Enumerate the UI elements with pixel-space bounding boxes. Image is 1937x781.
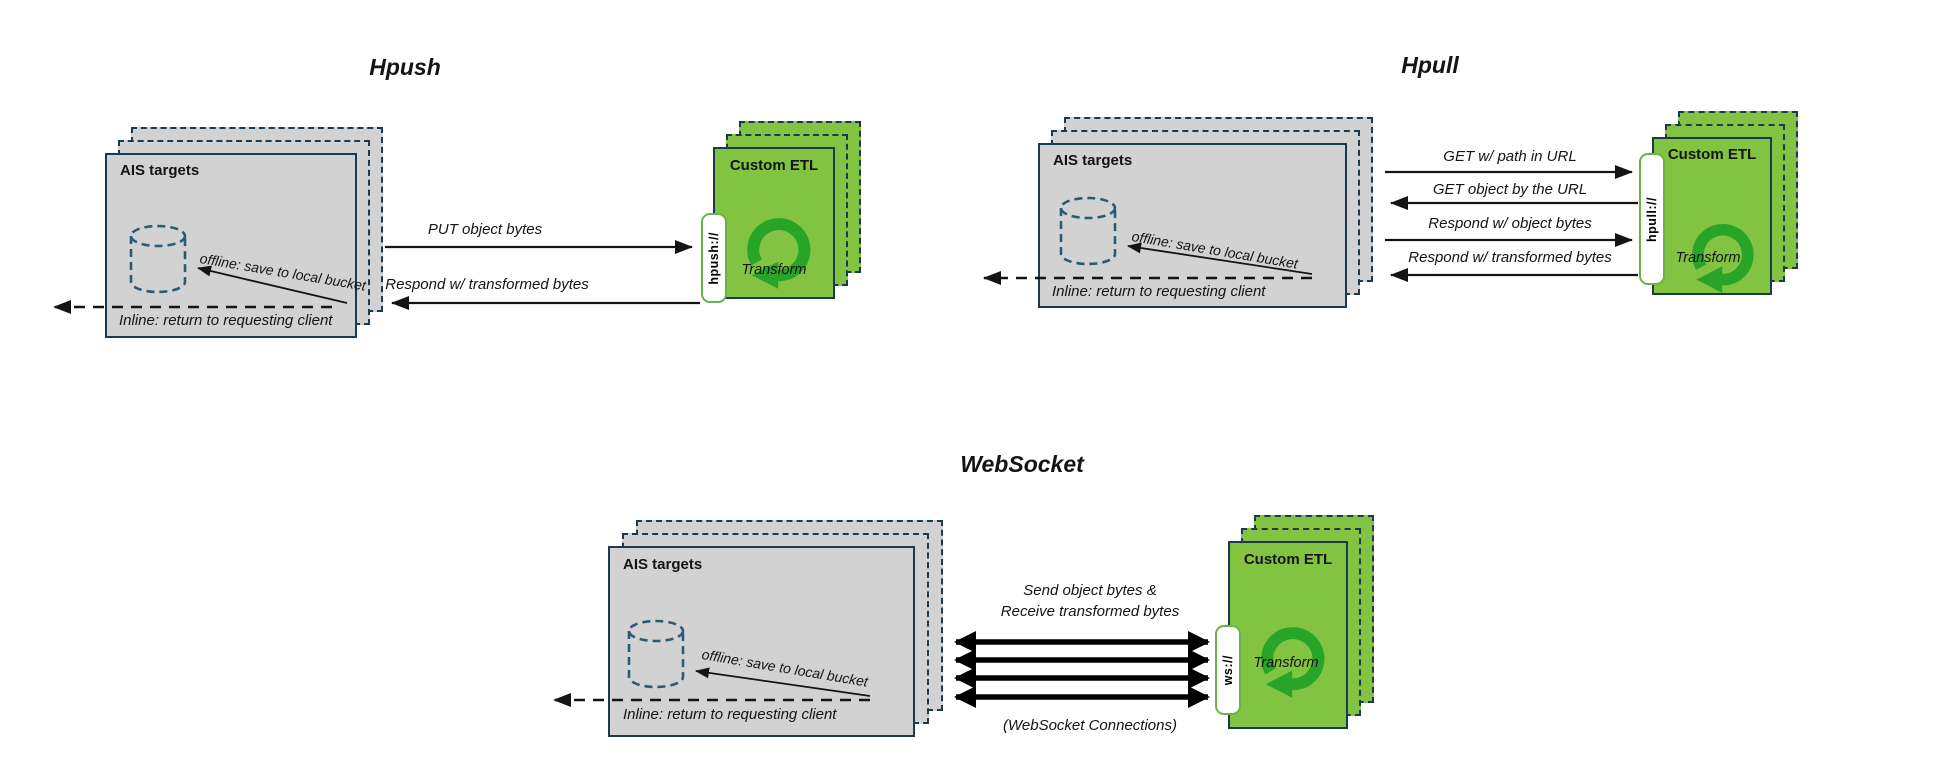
hpull-protocol-tab: hpull:// — [1639, 153, 1665, 285]
websocket-connections-caption: (WebSocket Connections) — [1003, 717, 1177, 734]
custom-etl-label: Custom ETL — [1667, 146, 1757, 163]
hpull-respond-object-arrow-label: Respond w/ object bytes — [1428, 215, 1592, 232]
bucket-cylinder-icon — [129, 224, 187, 294]
hpush-respond-arrow-label: Respond w/ transformed bytes — [385, 276, 589, 293]
websocket-channel-label: Send object bytes & Receive transformed … — [955, 580, 1225, 622]
hpull-protocol-label: hpull:// — [1645, 196, 1659, 242]
websocket-protocol-tab: ws:// — [1215, 625, 1241, 715]
websocket-protocol-label: ws:// — [1221, 654, 1235, 686]
transform-cycle-icon — [1261, 627, 1325, 698]
hpull-get-path-arrow-label: GET w/ path in URL — [1443, 148, 1577, 165]
hpull-respond-transformed-arrow-label: Respond w/ transformed bytes — [1408, 249, 1612, 266]
ais-targets-label: AIS targets — [1053, 152, 1133, 169]
hpush-title: Hpush — [369, 54, 441, 80]
websocket-channel-label-line2: Receive transformed bytes — [1000, 603, 1180, 620]
custom-etl-label: Custom ETL — [729, 157, 819, 174]
transform-cycle-icon — [747, 218, 811, 289]
hpull-title: Hpull — [1401, 52, 1459, 78]
ais-targets-label: AIS targets — [120, 162, 200, 179]
hpush-put-arrow-label: PUT object bytes — [427, 221, 543, 238]
websocket-channel-label-line1: Send object bytes & — [1023, 582, 1157, 599]
inline-label: Inline: return to requesting client — [119, 312, 333, 329]
transform-label: Transform — [1253, 655, 1319, 671]
hpull-get-object-arrow-label: GET object by the URL — [1432, 181, 1588, 198]
custom-etl-box — [1652, 137, 1772, 295]
transform-label: Transform — [1675, 250, 1741, 266]
transform-cycle-icon — [1692, 224, 1754, 293]
hpush-protocol-tab: hpush:// — [701, 213, 727, 303]
hpush-protocol-label: hpush:// — [707, 231, 721, 285]
bucket-cylinder-icon — [627, 619, 685, 689]
bucket-cylinder-icon — [1059, 196, 1117, 266]
websocket-title: WebSocket — [960, 451, 1084, 477]
transform-label: Transform — [741, 262, 807, 278]
ais-targets-box — [1038, 143, 1347, 308]
custom-etl-label: Custom ETL — [1243, 551, 1333, 568]
ais-targets-label: AIS targets — [623, 556, 703, 573]
inline-label: Inline: return to requesting client — [623, 706, 837, 723]
inline-label: Inline: return to requesting client — [1052, 283, 1266, 300]
